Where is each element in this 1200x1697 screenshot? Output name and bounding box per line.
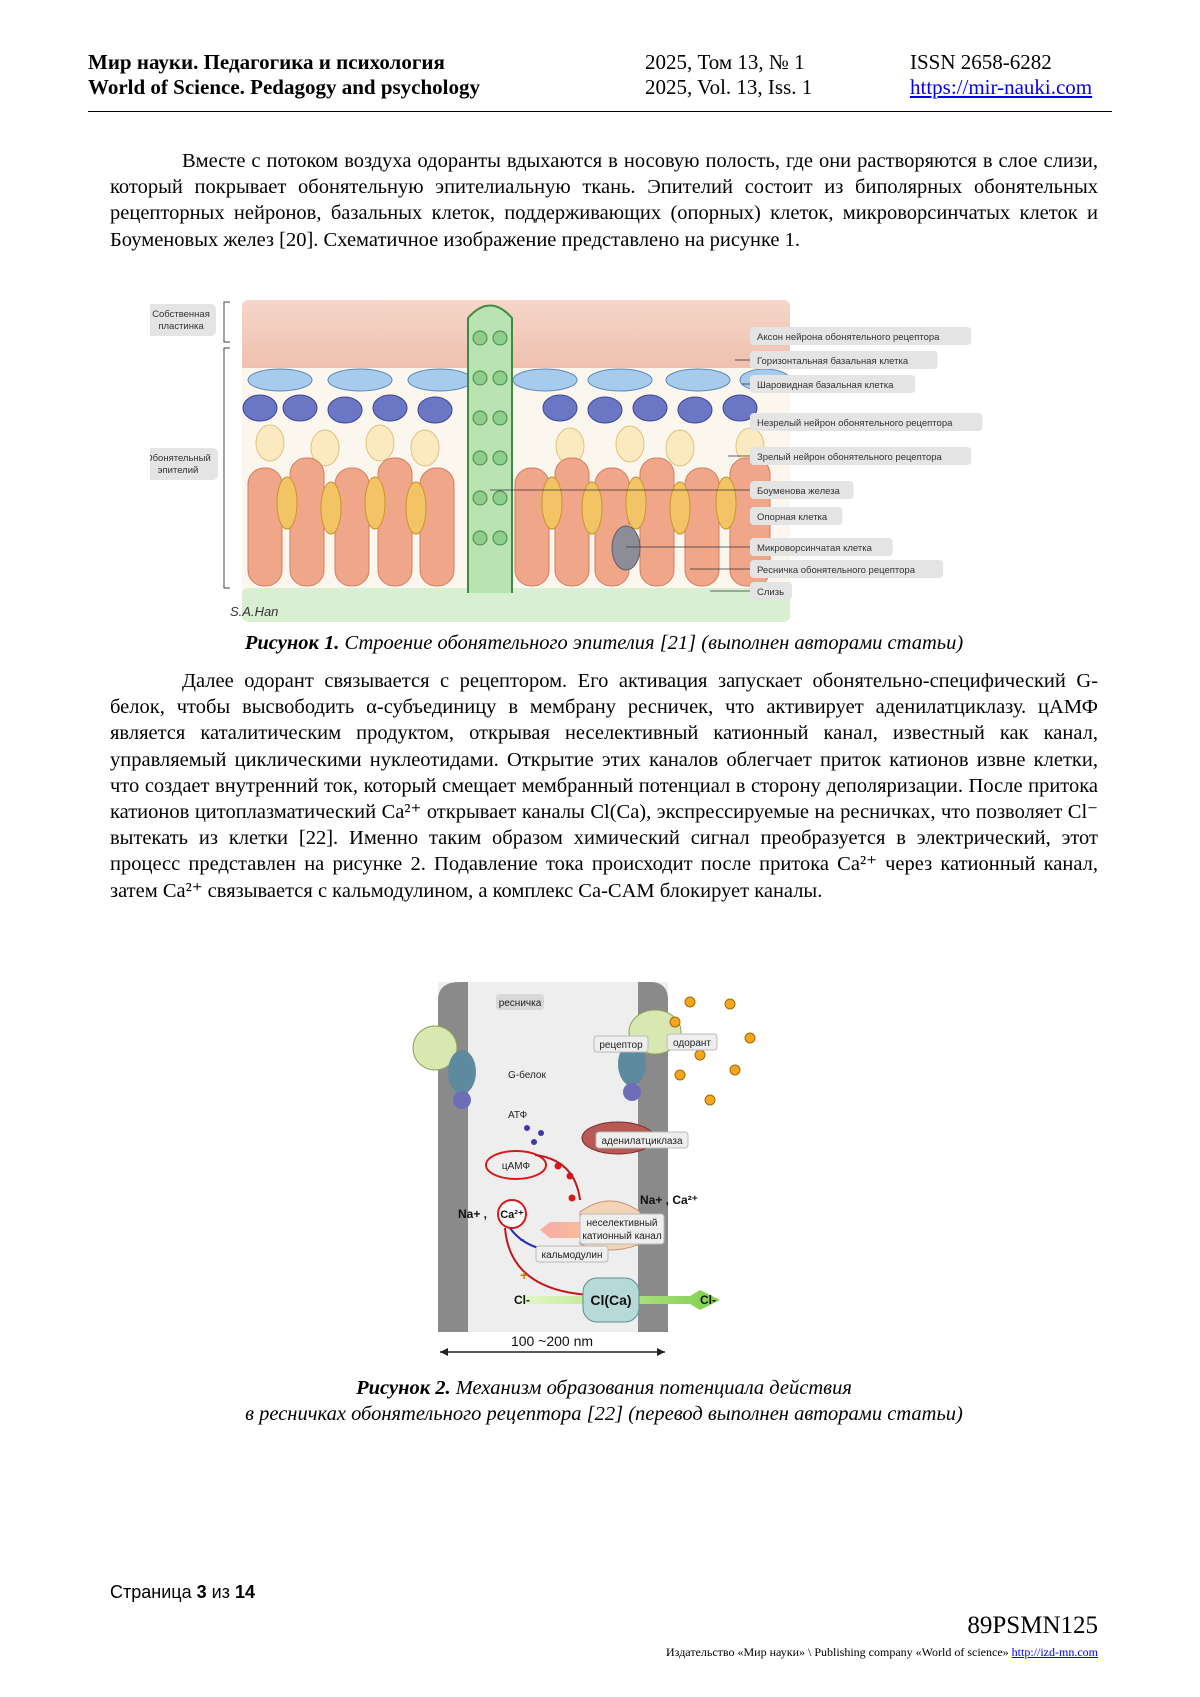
fig2-labels: ресничка рецептор одорант G-белок АТФ ад…: [458, 994, 718, 1349]
publisher-line: Издательство «Мир науки» \ Publishing co…: [666, 1645, 1098, 1660]
right-label: Горизонтальная базальная клетка: [757, 356, 909, 367]
label-minus: -: [520, 1231, 525, 1247]
journal-title-en: World of Science. Pedagogy and psycholog…: [88, 75, 481, 99]
label-box: [750, 582, 792, 600]
page-number: Страница 3 из 14: [110, 1582, 255, 1603]
label-box: [750, 351, 938, 369]
right-label: Аксон нейрона обонятельного рецептора: [757, 332, 940, 343]
label-cl-left: Cl-: [514, 1293, 530, 1307]
globose-basal-cells: [242, 394, 758, 424]
figure-1: Собственная пластинка Обонятельный эпите…: [150, 300, 983, 622]
right-label: Опорная клетка: [757, 512, 828, 523]
right-label: Слизь: [757, 587, 784, 598]
issue-ru: 2025, Том 13, № 1: [645, 50, 805, 74]
label-plus: +: [520, 1267, 528, 1283]
microvillar-cell: [611, 525, 641, 571]
lamina-bracket: [223, 301, 230, 343]
publisher-link[interactable]: http://izd-mn.com: [1011, 1645, 1098, 1659]
page-prefix: Страница: [110, 1582, 192, 1602]
figure-2-caption-text-2: в ресничках обонятельного рецептора [22]…: [245, 1403, 963, 1425]
right-label: Шаровидная базальная клетка: [757, 380, 894, 391]
label-camp: цАМФ: [502, 1161, 531, 1172]
right-label: Зрелый нейрон обонятельного рецептора: [757, 452, 943, 463]
page-mid: из: [211, 1582, 230, 1602]
right-label: Ресничка обонятельного рецептора: [757, 565, 916, 576]
label-adenylate: аденилатциклаза: [601, 1136, 682, 1147]
label-box: [750, 327, 972, 345]
right-labels: Аксон нейрона обонятельного рецептораГор…: [490, 327, 983, 600]
ca-activate-arrow: [504, 1227, 591, 1296]
figure-1-caption: Рисунок 1. Строение обонятельного эпител…: [110, 630, 1098, 656]
header-divider: [88, 111, 1112, 112]
label-cl-right: Cl-: [700, 1293, 716, 1307]
label-cl-channel: Cl(Ca): [590, 1292, 631, 1308]
label-box: [750, 375, 916, 393]
label-cilium: ресничка: [499, 998, 542, 1009]
atp-dots: [524, 1125, 544, 1145]
label-odorant: одорант: [673, 1038, 711, 1049]
ca-oval: [497, 1199, 527, 1229]
site-link[interactable]: https://mir-nauki.com: [910, 75, 1092, 100]
label-gprotein: G-белок: [508, 1069, 546, 1081]
label-lamina-2: пластинка: [158, 321, 204, 332]
right-label: Боуменова железа: [757, 486, 841, 497]
label-box: [750, 481, 854, 499]
bowmans-gland: [467, 304, 513, 593]
label-receptor: рецептор: [599, 1040, 643, 1051]
figure-1-caption-text: Строение обонятельного эпителия [21] (вы…: [344, 632, 964, 654]
epithelium-bracket: [223, 347, 230, 589]
label-atp: АТФ: [508, 1110, 528, 1121]
mucus-layer: [242, 588, 790, 622]
immature-neurons: [255, 424, 765, 467]
figure-2-caption: Рисунок 2. Механизм образования потенциа…: [110, 1375, 1098, 1427]
camp-oval: [485, 1150, 547, 1180]
left-label-epithelium: Обонятельный эпителий: [150, 448, 218, 480]
paragraph-1-text: Вместе с потоком воздуха одоранты вдыхаю…: [110, 150, 1098, 251]
label-box: [750, 413, 983, 431]
label-box: [750, 538, 893, 556]
paragraph-2: Далее одорант связывается с рецептором. …: [110, 668, 1098, 904]
label-na-left: Na+ ,: [458, 1207, 487, 1221]
receptor-left: [412, 1025, 476, 1109]
figure-signature: S.A.Han: [230, 604, 278, 619]
issn: ISSN 2658-6282: [910, 50, 1052, 74]
journal-title-ru: Мир науки. Педагогика и психология: [88, 50, 445, 74]
camp-to-channel-arrow: [534, 1154, 581, 1201]
paragraph-2-text: Далее одорант связывается с рецептором. …: [110, 670, 1098, 902]
label-lamina-1: Собственная: [152, 309, 210, 320]
figure-2-caption-bold: Рисунок 2.: [356, 1377, 451, 1399]
label-scale: 100 ~200 nm: [511, 1333, 593, 1349]
left-label-lamina: Собственная пластинка: [150, 304, 216, 336]
figure-2-caption-line-1: Рисунок 2. Механизм образования потенциа…: [110, 1375, 1098, 1401]
page-current: 3: [196, 1582, 207, 1602]
lamina-propria-layer: [242, 300, 790, 372]
article-code: 89PSMN125: [967, 1612, 1098, 1639]
label-calmodulin: кальмодулин: [542, 1250, 603, 1261]
label-epithelium-1: Обонятельный: [150, 453, 211, 464]
odorant-molecules: [669, 996, 756, 1106]
site-link-anchor[interactable]: https://mir-nauki.com: [910, 75, 1093, 99]
label-channel-1: неселективный: [587, 1218, 658, 1229]
figure-2-caption-text-1: Механизм образования потенциала действия: [455, 1377, 852, 1399]
label-na-right: Na+ , Ca²⁺: [640, 1193, 698, 1207]
right-label: Незрелый нейрон обонятельного рецептора: [757, 418, 953, 429]
label-channel-2: катионный канал: [582, 1231, 662, 1242]
issue-en: 2025, Vol. 13, Iss. 1: [645, 75, 813, 99]
figure-1-caption-bold: Рисунок 1.: [244, 632, 340, 654]
label-box: [750, 507, 843, 525]
label-box: [750, 447, 972, 465]
label-box: [750, 560, 944, 578]
paragraph-1: Вместе с потоком воздуха одоранты вдыхаю…: [110, 148, 1098, 253]
page-total: 14: [234, 1582, 255, 1602]
label-epithelium-2: эпителий: [158, 465, 199, 476]
figure-2: ресничка рецептор одорант G-белок АТФ ад…: [412, 982, 756, 1356]
horizontal-basal-cells: [247, 368, 791, 392]
right-label: Микроворсинчатая клетка: [757, 543, 873, 554]
label-ca-left: Ca²⁺: [500, 1209, 524, 1221]
publisher-text: Издательство «Мир науки» \ Publishing co…: [666, 1645, 1009, 1659]
cl-channel: [582, 1277, 640, 1323]
